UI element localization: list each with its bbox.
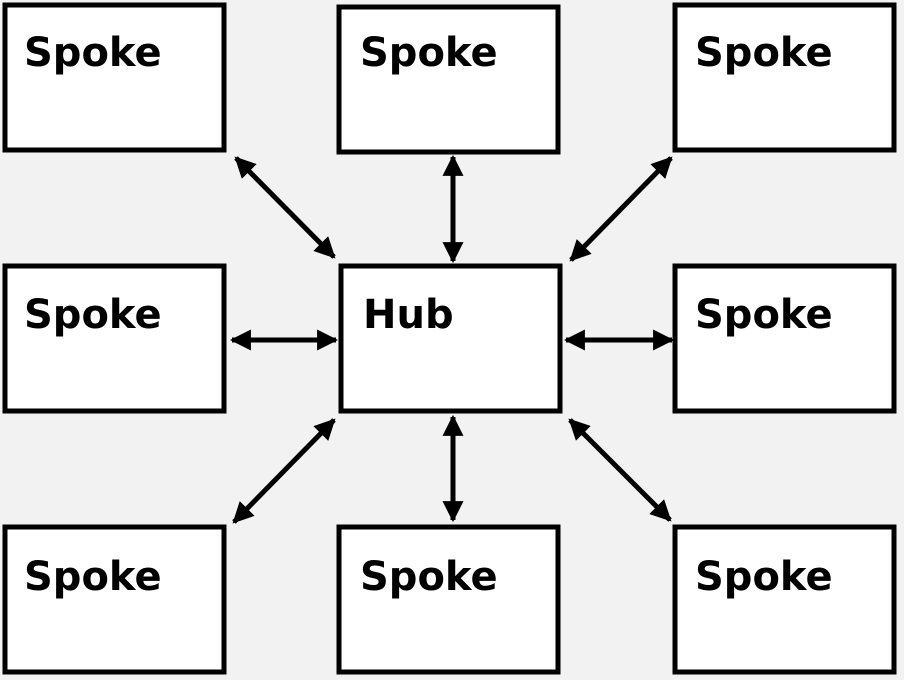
spoke-box-top-right: Spoke bbox=[672, 2, 897, 153]
spoke-label: Spoke bbox=[695, 30, 833, 76]
spoke-label: Spoke bbox=[24, 292, 162, 338]
spoke-label: Spoke bbox=[360, 554, 498, 600]
hub-box: Hub bbox=[338, 263, 563, 414]
spoke-box-top-center: Spoke bbox=[336, 4, 561, 155]
spoke-box-bottom-right: Spoke bbox=[672, 524, 897, 675]
connector-top-right bbox=[569, 156, 673, 262]
hub-label: Hub bbox=[363, 292, 454, 338]
spoke-box-bottom-center: Spoke bbox=[336, 524, 561, 675]
connector-bottom-left bbox=[232, 418, 336, 524]
spoke-box-top-left: Spoke bbox=[2, 2, 227, 153]
spoke-box-middle-right: Spoke bbox=[672, 263, 897, 414]
spoke-box-middle-left: Spoke bbox=[2, 263, 227, 414]
connectors bbox=[229, 154, 675, 524]
spoke-label: Spoke bbox=[24, 554, 162, 600]
spoke-label: Spoke bbox=[24, 30, 162, 76]
spoke-label: Spoke bbox=[360, 30, 498, 76]
spoke-label: Spoke bbox=[695, 554, 833, 600]
spoke-box-bottom-left: Spoke bbox=[2, 524, 227, 675]
connector-bottom-right bbox=[568, 418, 672, 522]
connector-top-left bbox=[234, 156, 336, 259]
spoke-label: Spoke bbox=[695, 292, 833, 338]
